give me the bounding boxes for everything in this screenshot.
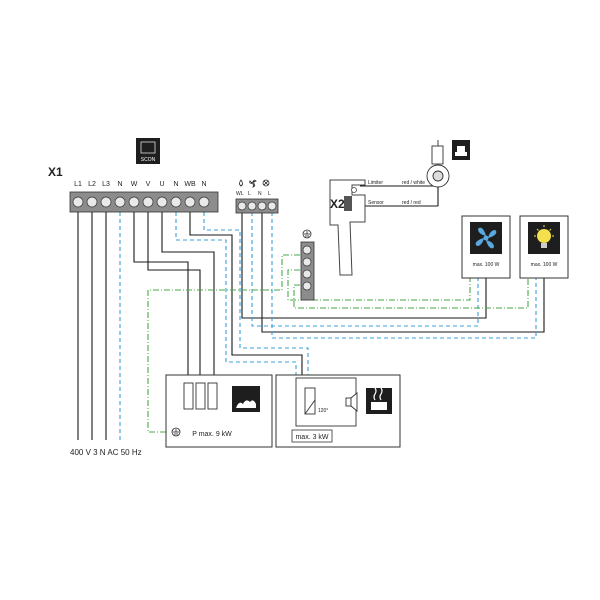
terminal-screw [128, 196, 140, 208]
terminal-label: L3 [102, 181, 110, 188]
terminal-screw [142, 196, 154, 208]
controller-label: SCON [141, 157, 156, 163]
light-power-label: max. 100 W [531, 262, 558, 268]
sensor-unit: X2 Limiter Sensor red / white red / red [329, 140, 470, 276]
terminal-screw [100, 196, 112, 208]
ground-icon [302, 229, 312, 239]
fan-box: max. 100 W [461, 215, 511, 279]
aux-screw [257, 201, 267, 211]
ground-screw [302, 245, 312, 255]
terminal-label: U [159, 181, 164, 188]
terminal-screw [170, 196, 182, 208]
fan-icon [475, 227, 497, 249]
main-terminal-label: X1 [48, 165, 63, 179]
wires [77, 166, 545, 440]
aux-screw [267, 201, 277, 211]
steam-box: 120° max. 3 kW [275, 374, 401, 448]
steam-power-label: max. 3 kW [295, 434, 328, 441]
terminal-screw [156, 196, 168, 208]
aux-terminal-label: WL [236, 191, 244, 197]
light-box: max. 100 W [519, 215, 569, 279]
terminal-screw [86, 196, 98, 208]
sensor-unit-label: X2 [330, 197, 345, 211]
supply-label: 400 V 3 N AC 50 Hz [70, 448, 142, 457]
aux-icons [239, 179, 270, 188]
heater-element [183, 382, 194, 410]
wire-limiter-label: Limiter [368, 180, 383, 186]
thermostat-switch [304, 387, 316, 415]
thermometer-icon [452, 140, 470, 160]
aux-screw [247, 201, 257, 211]
wire-sensor-label: Sensor [368, 200, 384, 206]
aux-terminal-label: N [258, 191, 262, 197]
steam-icon [366, 387, 392, 414]
terminal-label: N [173, 181, 178, 188]
ground-icon [171, 427, 181, 437]
sensor-housing [329, 179, 366, 276]
drop-icon [239, 179, 243, 187]
heater-elements [183, 382, 218, 410]
aux-rail [235, 198, 279, 214]
wire-color-label: red / red [402, 200, 421, 206]
terminal-label: N [117, 181, 122, 188]
terminal-label: V [146, 181, 151, 188]
heater-element [207, 382, 218, 410]
terminal-screw [184, 196, 196, 208]
terminal-screws [72, 196, 210, 208]
fan-power-label: max. 100 W [473, 262, 500, 268]
ground-screw [302, 257, 312, 267]
terminal-label: WB [184, 181, 196, 188]
terminal-screw [198, 196, 210, 208]
steam-power-frame [291, 429, 333, 443]
wire-color-label: red / white [402, 180, 425, 186]
fan-icon [249, 179, 257, 188]
steam-angle-label: 120° [318, 408, 328, 414]
terminal-label: L1 [74, 181, 82, 188]
sensor-connector [344, 196, 352, 211]
light-bulb-icon [262, 179, 270, 187]
controller: SCON [136, 138, 160, 164]
aux-terminal-label: L [248, 191, 251, 197]
sauna-stones-icon [232, 386, 260, 412]
aux-terminal-label: L [268, 191, 271, 197]
speaker-icon [345, 392, 358, 412]
heater-box: P max. 9 kW [165, 374, 273, 448]
aux-screw [237, 201, 247, 211]
sensor-probe [426, 140, 450, 188]
terminal-label: N [201, 181, 206, 188]
light-bulb-icon [534, 225, 554, 248]
terminal-screw [72, 196, 84, 208]
terminal-labels: L1 L2 L3 N W V U N WB N [74, 181, 206, 188]
terminal-screw [114, 196, 126, 208]
ground-screw [302, 281, 312, 291]
aux-terminal-block: WL L N L [235, 179, 279, 214]
main-terminal-block: X1 L1 L2 L3 N W V U N WB N [48, 165, 219, 213]
terminal-label: W [131, 181, 138, 188]
heater-power-label: P max. 9 kW [192, 431, 232, 438]
sensor-mount-hole [351, 187, 357, 193]
heater-element [195, 382, 206, 410]
ground-screw [302, 269, 312, 279]
controller-display-icon [140, 141, 156, 154]
ground-terminal-strip [300, 229, 315, 301]
terminal-label: L2 [88, 181, 96, 188]
